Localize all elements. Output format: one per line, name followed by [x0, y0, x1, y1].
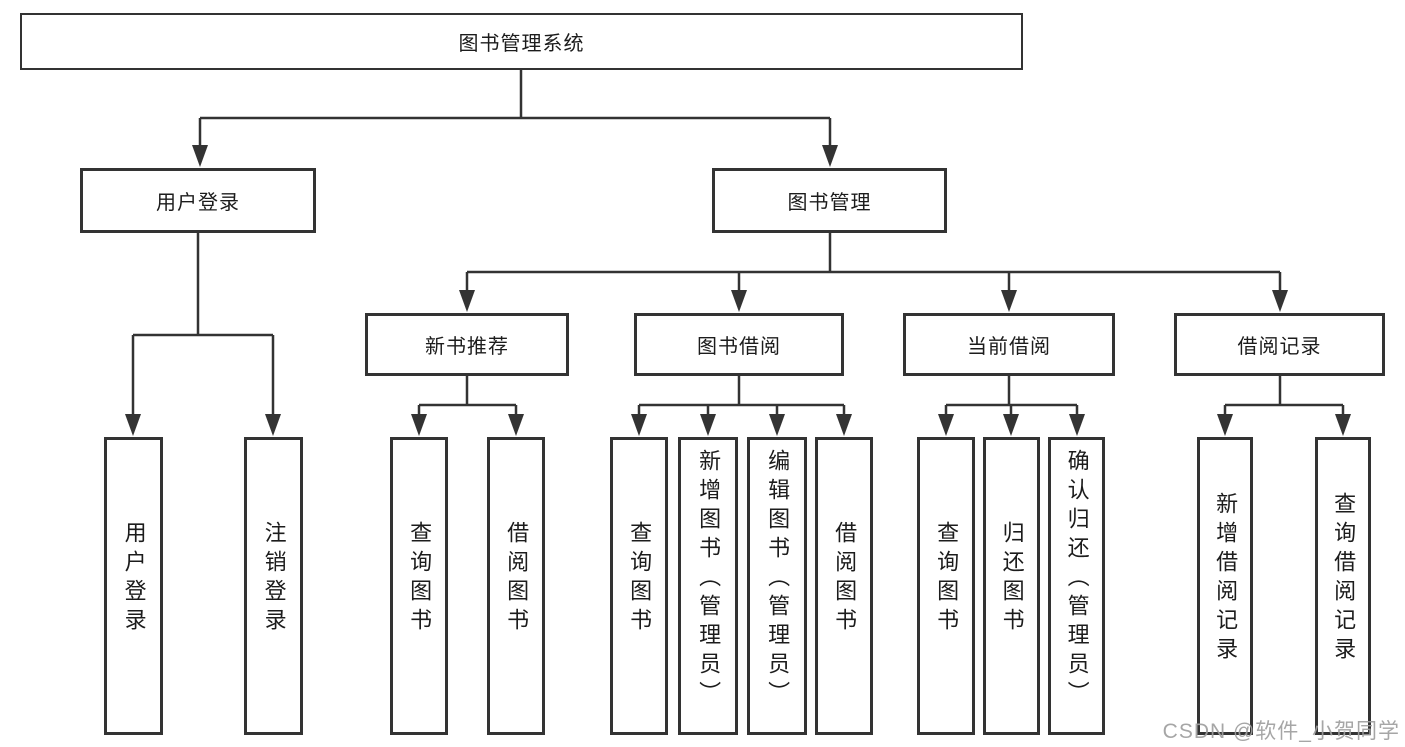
leaf-user-login: 用户登录 [104, 437, 163, 735]
node-label: 归还图书 [999, 521, 1025, 637]
node-label: 新书推荐 [425, 336, 509, 358]
node-borrowing-records: 借阅记录 [1174, 313, 1385, 376]
node-label: 注销登录 [261, 521, 287, 637]
node-label: 编辑图书（管理员） [765, 448, 791, 710]
node-label: 用户登录 [121, 521, 147, 637]
node-label: 当前借阅 [967, 336, 1051, 358]
node-new-book-recommendation: 新书推荐 [365, 313, 569, 376]
node-label: 借阅图书 [504, 521, 530, 637]
node-label: 查询图书 [407, 521, 433, 637]
node-label: 查询借阅记录 [1331, 492, 1357, 666]
leaf-borrow-books-recommendation: 借阅图书 [487, 437, 545, 735]
leaf-add-borrow-record: 新增借阅记录 [1197, 437, 1253, 735]
leaf-confirm-return-admin: 确认归还（管理员） [1048, 437, 1105, 735]
node-label: 图书借阅 [697, 336, 781, 358]
node-label: 新增图书（管理员） [696, 448, 722, 710]
node-current-borrowing: 当前借阅 [903, 313, 1115, 376]
node-label: 图书管理系统 [458, 33, 585, 55]
node-label: 借阅记录 [1237, 336, 1322, 358]
leaf-query-books-recommendation: 查询图书 [390, 437, 448, 735]
leaf-borrow-books-borrowing: 借阅图书 [815, 437, 873, 735]
leaf-logout: 注销登录 [244, 437, 303, 735]
leaf-query-books-current: 查询图书 [917, 437, 975, 735]
node-label: 查询图书 [934, 521, 960, 637]
node-book-borrowing: 图书借阅 [634, 313, 844, 376]
node-library-management-system: 图书管理系统 [20, 13, 1023, 70]
node-label: 确认归还（管理员） [1064, 448, 1090, 710]
leaf-query-books-borrowing: 查询图书 [610, 437, 668, 735]
leaf-query-borrow-record: 查询借阅记录 [1315, 437, 1371, 735]
watermark: CSDN @软件_小贺同学 [1162, 720, 1400, 743]
node-user-login: 用户登录 [80, 168, 316, 233]
node-label: 借阅图书 [832, 521, 858, 637]
node-book-management: 图书管理 [712, 168, 947, 233]
node-label: 新增借阅记录 [1213, 492, 1239, 666]
node-label: 图书管理 [787, 192, 872, 214]
node-label: 用户登录 [156, 192, 240, 214]
leaf-add-books-admin: 新增图书（管理员） [678, 437, 738, 735]
leaf-return-books: 归还图书 [983, 437, 1040, 735]
node-label: 查询图书 [627, 521, 653, 637]
leaf-edit-books-admin: 编辑图书（管理员） [747, 437, 807, 735]
